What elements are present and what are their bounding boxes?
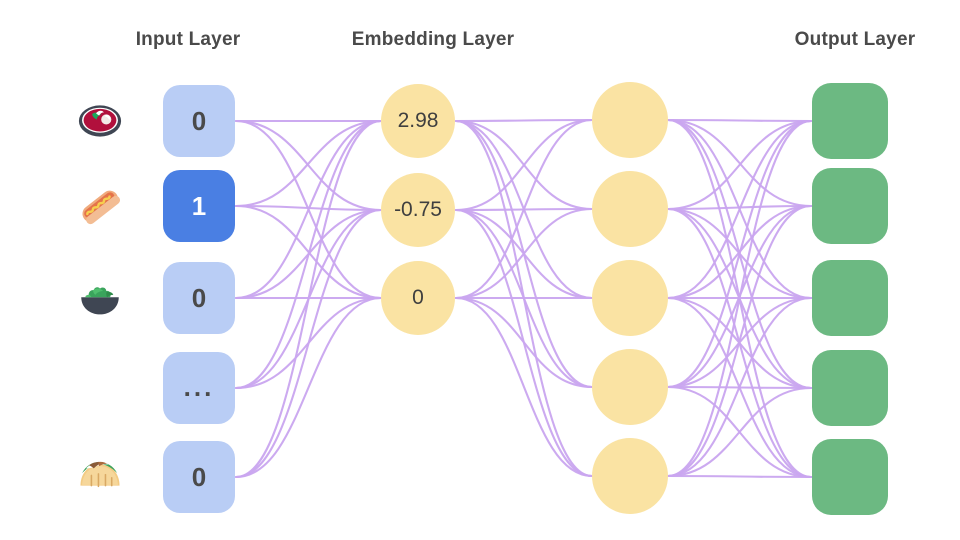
connection-edge (454, 296, 594, 389)
connection-edge (454, 118, 594, 300)
embedding-node-value: 0 (412, 286, 424, 309)
connection-edge (454, 118, 594, 123)
connection-edge (234, 119, 383, 479)
embedding-node-value: 2.98 (397, 109, 439, 132)
connection-edge (234, 119, 383, 212)
connection-edge (234, 119, 383, 390)
embedding-node[interactable]: 0 (381, 261, 455, 335)
connection-edge (666, 118, 813, 208)
layer-title: Embedding Layer (351, 29, 515, 50)
connection-edge (454, 296, 594, 478)
input-node-value: 0 (191, 105, 207, 136)
connection-edge (454, 118, 594, 212)
input-node[interactable]: ... (163, 352, 235, 424)
input-node-value: 0 (191, 282, 207, 313)
connection-edge (234, 296, 383, 479)
hidden-node[interactable] (592, 349, 668, 425)
steak-bowl-icon (78, 105, 122, 137)
layer-title: Output Layer (794, 29, 916, 50)
connection-edge (666, 474, 813, 479)
output-node[interactable] (812, 83, 888, 159)
input-node-value: ... (183, 372, 215, 403)
hidden-node[interactable] (592, 82, 668, 158)
output-node[interactable] (812, 350, 888, 426)
hot-dog-icon (82, 190, 121, 225)
steak-bowl-icon (75, 96, 125, 146)
input-node-value: 0 (191, 461, 207, 492)
input-node[interactable]: 0 (163, 262, 235, 334)
input-node[interactable]: 0 (163, 441, 235, 513)
taco-icon (78, 461, 122, 488)
connection-edge (666, 119, 813, 211)
connection-edge (234, 208, 383, 479)
input-node[interactable]: 1 (163, 170, 235, 242)
input-node[interactable]: 0 (163, 85, 235, 157)
taco-icon (75, 452, 125, 502)
connection-edge (666, 119, 813, 478)
connection-edge (666, 386, 813, 478)
connection-edge (234, 119, 383, 300)
salad-bowl-icon (81, 287, 119, 315)
hot-dog-icon (75, 181, 125, 231)
connection-edge (454, 207, 594, 300)
connection-edge (666, 118, 813, 123)
hidden-node[interactable] (592, 171, 668, 247)
connection-edge (234, 119, 383, 208)
output-node[interactable] (812, 168, 888, 244)
embedding-node-value: -0.75 (394, 198, 442, 221)
output-node[interactable] (812, 439, 888, 515)
connection-edge (666, 119, 813, 389)
salad-bowl-icon (75, 273, 125, 323)
embedding-node[interactable]: 2.98 (381, 84, 455, 158)
output-node[interactable] (812, 260, 888, 336)
layer-title: Input Layer (135, 29, 241, 50)
connection-edge (666, 119, 813, 300)
hidden-node[interactable] (592, 260, 668, 336)
embedding-node[interactable]: -0.75 (381, 173, 455, 247)
connection-edge (666, 204, 813, 478)
input-node-value: 1 (191, 190, 207, 221)
hidden-node[interactable] (592, 438, 668, 514)
connection-edge (666, 296, 813, 478)
